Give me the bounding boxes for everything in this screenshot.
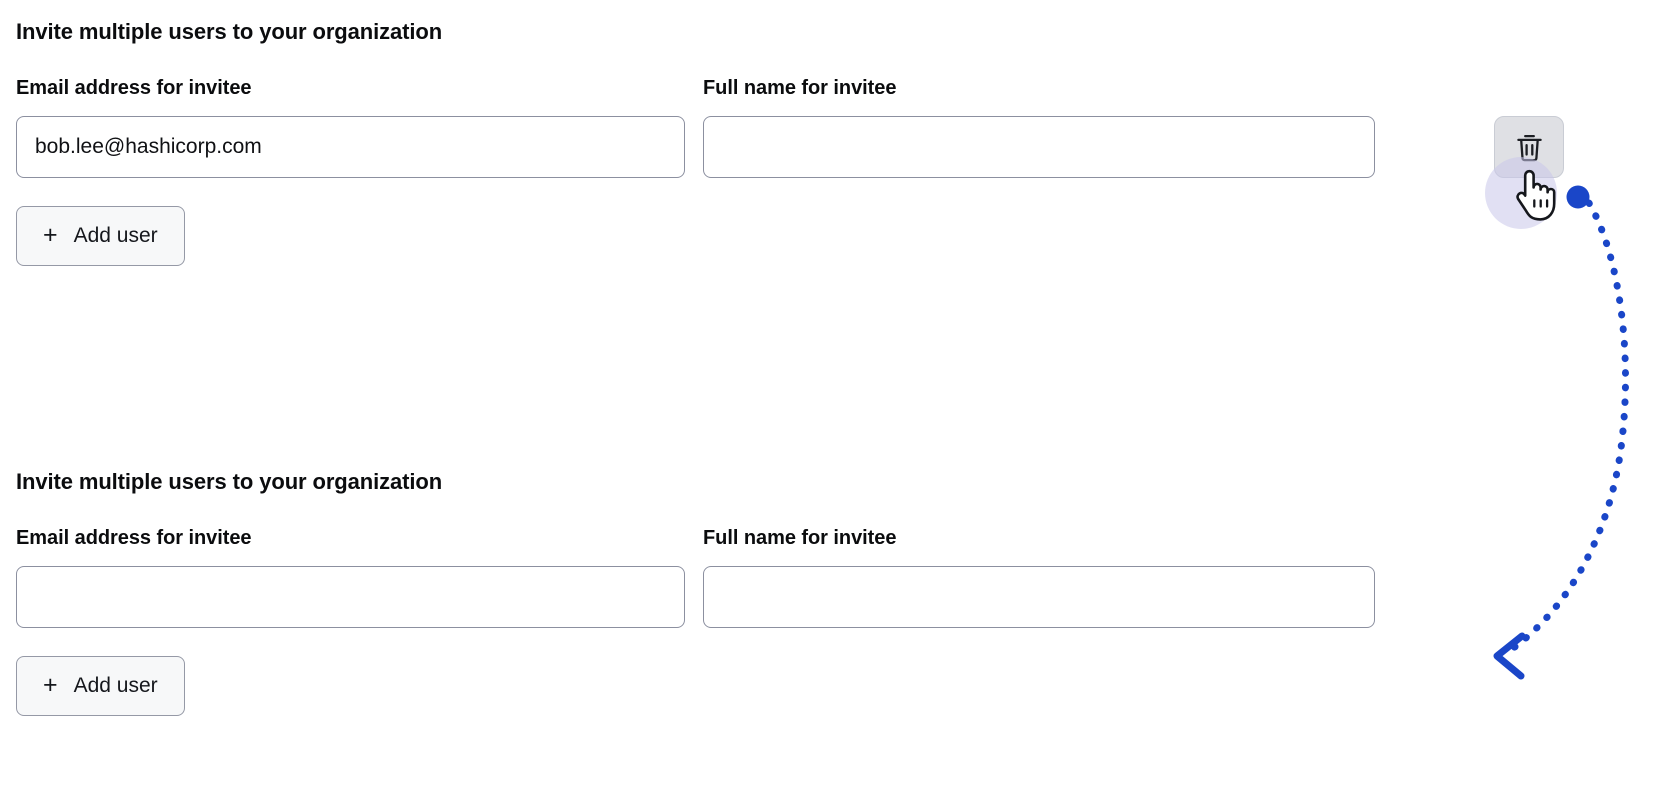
email-field-group-2: Email address for invitee [16, 526, 685, 628]
email-field-group-1: Email address for invitee [16, 76, 685, 178]
email-input-2[interactable] [16, 566, 685, 628]
invitee-fields-row-1: Email address for invitee Full name for … [16, 76, 1564, 178]
trash-icon [1516, 133, 1543, 162]
fullname-field-label-2: Full name for invitee [703, 527, 897, 549]
add-user-button[interactable]: + Add user [16, 206, 185, 266]
fullname-field-label: Full name for invitee [703, 77, 897, 99]
fullname-field-group-2: Full name for invitee [703, 526, 1375, 628]
page-title: Invite multiple users to your organizati… [16, 19, 443, 44]
plus-icon: + [43, 220, 58, 249]
email-field-label-2: Email address for invitee [16, 527, 252, 549]
fullname-input-2[interactable] [703, 566, 1375, 628]
click-dot-marker [1566, 185, 1590, 209]
fullname-field-group-1: Full name for invitee [703, 76, 1375, 178]
invitee-fields-row-2: Email address for invitee Full name for … [16, 526, 1556, 628]
add-user-button-label: Add user [73, 224, 158, 247]
fullname-input[interactable] [703, 116, 1375, 178]
email-input[interactable] [16, 116, 685, 178]
page-title-2: Invite multiple users to your organizati… [16, 469, 443, 494]
invite-section-2: Invite multiple users to your organizati… [16, 468, 1556, 716]
delete-user-button[interactable] [1494, 116, 1564, 178]
add-user-button-2[interactable]: + Add user [16, 656, 185, 716]
email-field-label: Email address for invitee [16, 77, 252, 99]
plus-icon-2: + [43, 670, 58, 699]
invite-section-1: Invite multiple users to your organizati… [16, 18, 1564, 266]
add-user-button-label-2: Add user [73, 674, 158, 697]
